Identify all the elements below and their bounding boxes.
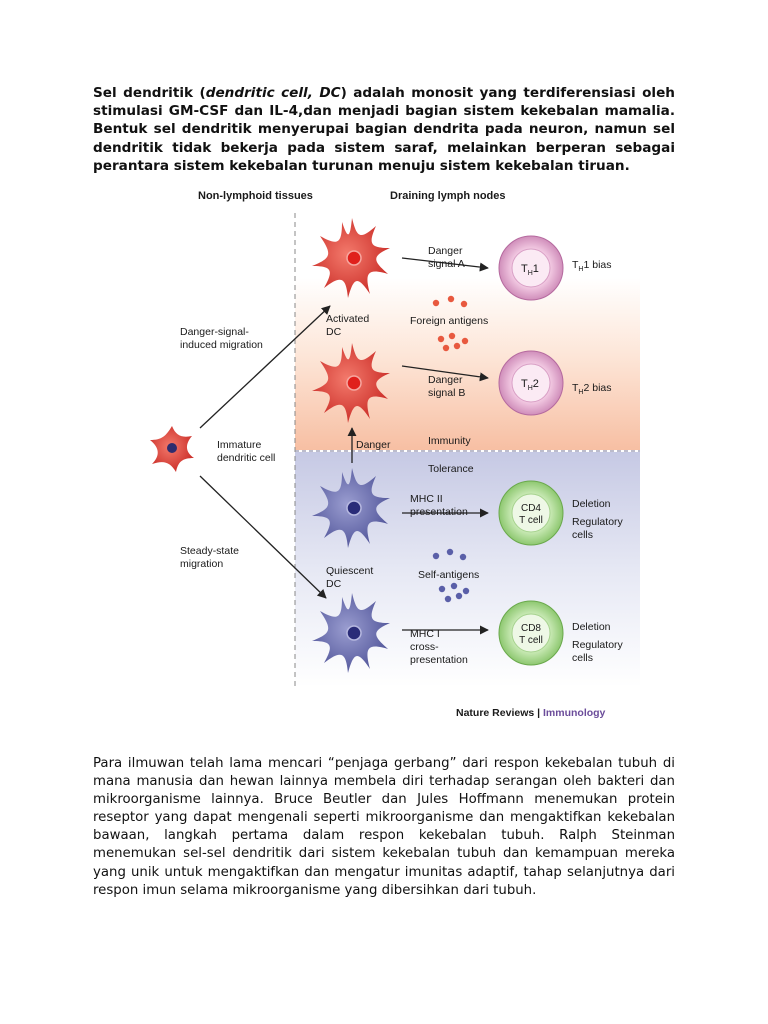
immunity-label: Immunity xyxy=(428,435,471,447)
cd4-outcome-1: Deletion xyxy=(572,498,611,510)
cd8-outcome-3: cells xyxy=(572,652,593,664)
steady-migration-label-2: migration xyxy=(180,558,223,570)
intro-text-1: Sel dendritik ( xyxy=(93,85,206,101)
cd8-label-2: T cell xyxy=(519,635,543,646)
dendritic-cell-figure: Non-lymphoid tissues Draining lymph node… xyxy=(130,178,640,723)
activated-dc-label-2: DC xyxy=(326,326,342,338)
danger-migration-label-2: induced migration xyxy=(180,339,263,351)
signal-a-label-1: Danger xyxy=(428,245,463,257)
figure-credit: Nature Reviews | Immunology xyxy=(456,707,606,719)
signal-b-label-2: signal B xyxy=(428,387,465,399)
danger-migration-label-1: Danger-signal- xyxy=(180,326,249,338)
th1-cell-icon xyxy=(499,236,563,300)
quiescent-dc-label-1: Quiescent xyxy=(326,565,373,577)
immature-dc-label-1: Immature xyxy=(217,439,262,451)
cd8-label-1: CD8 xyxy=(521,623,541,634)
mhc2-label-1: MHC II xyxy=(410,493,443,505)
danger-label: Danger xyxy=(356,439,391,451)
body-paragraph: Para ilmuwan telah lama mencari “penjaga… xyxy=(93,755,675,900)
col-left-header: Non-lymphoid tissues xyxy=(198,190,313,202)
immature-dc-icon xyxy=(150,426,194,472)
th1-bias-label: TH1 bias xyxy=(572,259,612,273)
cd4-outcome-2: Regulatory xyxy=(572,516,624,528)
intro-term: dendritic cell, DC xyxy=(206,85,341,101)
col-right-header: Draining lymph nodes xyxy=(390,190,506,202)
activated-dc-label-1: Activated xyxy=(326,313,369,325)
quiescent-dc-label-2: DC xyxy=(326,578,342,590)
intro-paragraph: Sel dendritik (dendritic cell, DC) adala… xyxy=(93,84,675,175)
immature-dc-label-2: dendritic cell xyxy=(217,452,275,464)
th2-bias-label: TH2 bias xyxy=(572,382,612,396)
cd4-label-1: CD4 xyxy=(521,503,541,514)
tolerance-label: Tolerance xyxy=(428,463,474,475)
cd8-outcome-1: Deletion xyxy=(572,621,611,633)
signal-b-label-1: Danger xyxy=(428,374,463,386)
self-antigens-label: Self-antigens xyxy=(418,569,479,581)
mhc1-label-2: cross- xyxy=(410,641,439,653)
mhc1-label-1: MHC I xyxy=(410,628,440,640)
th2-cell-icon xyxy=(499,351,563,415)
mhc2-label-2: presentation xyxy=(410,506,468,518)
foreign-antigens-label: Foreign antigens xyxy=(410,315,488,327)
cd8-outcome-2: Regulatory xyxy=(572,639,624,651)
mhc1-label-3: presentation xyxy=(410,654,468,666)
cd4-label-2: T cell xyxy=(519,515,543,526)
steady-migration-label-1: Steady-state xyxy=(180,545,239,557)
cd4-outcome-3: cells xyxy=(572,529,593,541)
signal-a-label-2: signal A xyxy=(428,258,465,270)
